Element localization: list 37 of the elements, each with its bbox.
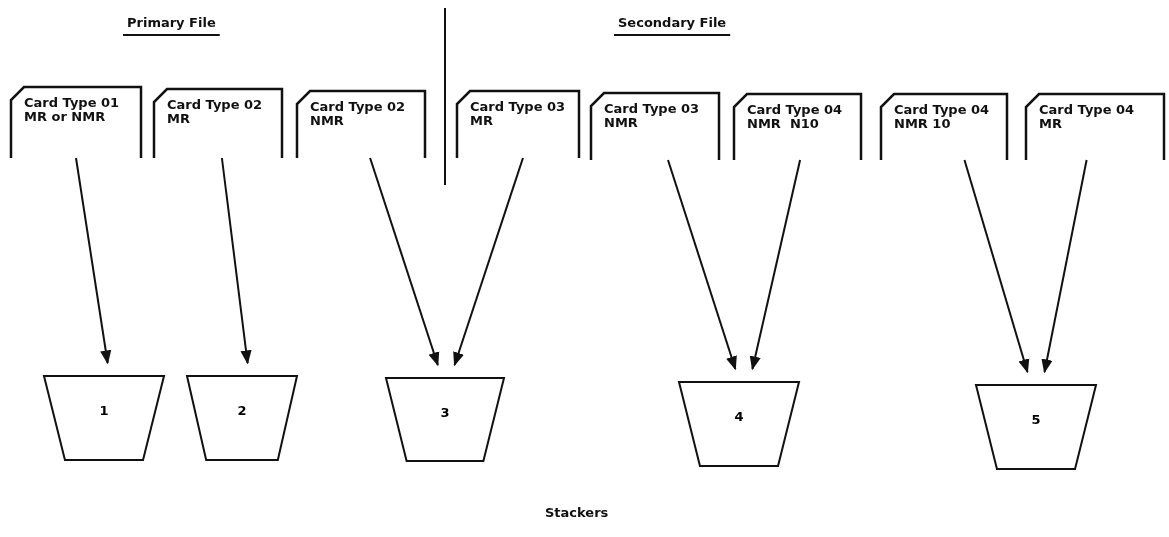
punched-card xyxy=(456,90,580,158)
punched-card xyxy=(10,86,142,158)
punched-card xyxy=(296,90,426,158)
arrow xyxy=(667,159,737,371)
card-label: Card Type 04 MR xyxy=(1039,103,1136,131)
card-label: Card Type 01 MR or NMR xyxy=(24,96,121,124)
arrow xyxy=(220,157,252,365)
stacker-pocket xyxy=(186,375,298,461)
card-label: Card Type 03 MR xyxy=(470,100,567,128)
stacker-pocket xyxy=(975,384,1097,470)
arrow xyxy=(75,157,112,365)
stacker-number: 4 xyxy=(733,409,745,424)
file-heading: Secondary File xyxy=(618,15,727,30)
card-label: Card Type 03 NMR xyxy=(604,102,701,130)
punched-card xyxy=(153,88,283,158)
file-heading: Primary File xyxy=(127,15,216,30)
stacker-pocket xyxy=(43,375,165,461)
stackers-label: Stackers xyxy=(545,505,609,520)
punched-card xyxy=(733,93,862,160)
stacker-number: 2 xyxy=(236,403,248,418)
punched-card xyxy=(1025,93,1165,160)
stacker-pocket xyxy=(385,377,505,462)
arrow xyxy=(369,157,440,367)
arrow xyxy=(749,159,802,371)
arrow xyxy=(453,157,524,367)
card-label: Card Type 04 NMR 10 xyxy=(894,103,991,131)
stacker-number: 3 xyxy=(439,405,451,420)
stacker-number: 1 xyxy=(98,403,110,418)
punched-card xyxy=(590,92,720,160)
arrow xyxy=(1041,159,1088,374)
arrow xyxy=(963,159,1030,374)
stacker-pocket xyxy=(678,381,800,467)
punched-card xyxy=(880,93,1008,160)
stacker-number: 5 xyxy=(1030,412,1042,427)
card-label: Card Type 04 NMR N10 xyxy=(747,103,844,131)
card-label: Card Type 02 NMR xyxy=(310,100,407,128)
card-label: Card Type 02 MR xyxy=(167,98,264,126)
